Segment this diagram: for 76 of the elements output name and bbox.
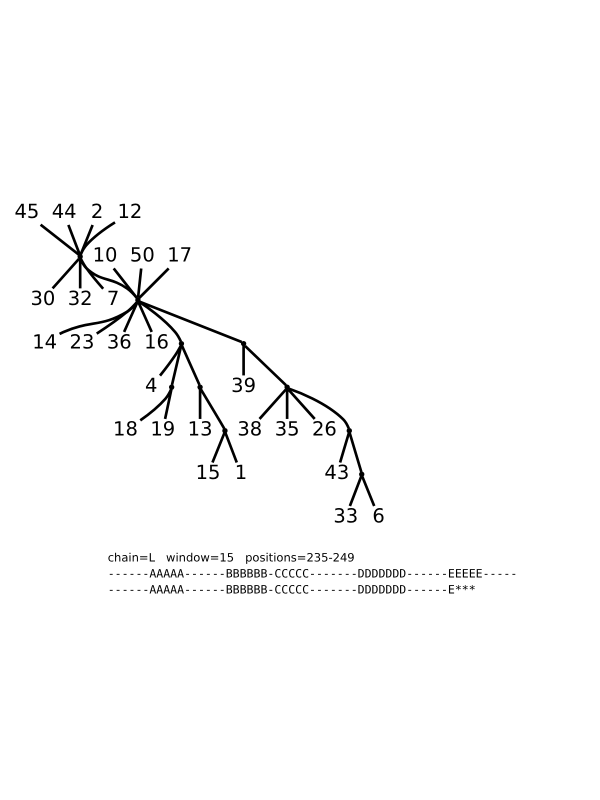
node-point: [240, 340, 246, 346]
node-text: 6: [372, 504, 385, 528]
connector: [198, 388, 202, 418]
node-text: 44: [52, 200, 77, 223]
node-point: [168, 384, 174, 390]
node-text: 15: [196, 460, 220, 484]
connector: [122, 301, 138, 332]
connector: [138, 267, 170, 298]
connector: [286, 388, 288, 418]
node-text: 35: [274, 417, 300, 440]
connector: [158, 344, 182, 376]
connector: [288, 386, 350, 428]
node-text: 50: [130, 243, 155, 266]
connector: [258, 388, 287, 420]
connector: [140, 388, 172, 421]
connector: [242, 345, 245, 375]
node-point: [135, 296, 141, 302]
connector: [96, 300, 138, 334]
connector: [180, 344, 201, 385]
connector: [224, 432, 238, 462]
node-text: 43: [324, 460, 350, 484]
node-text: 12: [117, 200, 142, 223]
connector: [348, 476, 362, 506]
node-point: [222, 428, 228, 433]
connector: [136, 268, 143, 298]
node-text: 13: [188, 417, 213, 440]
node-text: 17: [167, 243, 192, 266]
node-text: 30: [30, 286, 56, 310]
connector: [80, 220, 116, 254]
node-text: 45: [14, 200, 40, 223]
node-text: 39: [231, 374, 256, 397]
node-text: 38: [237, 417, 262, 440]
node-point: [178, 340, 184, 346]
connector: [170, 345, 182, 385]
node-text: 33: [333, 504, 358, 528]
node-point: [346, 428, 352, 433]
node-text: 4: [145, 374, 158, 397]
node-text: 19: [150, 417, 176, 440]
connector: [79, 258, 138, 298]
connector: [112, 267, 138, 298]
connector: [211, 432, 226, 462]
node-text: 14: [32, 330, 58, 354]
connector: [200, 388, 226, 429]
node-text: 16: [144, 330, 169, 354]
connector: [40, 223, 80, 256]
connector: [287, 388, 316, 420]
node-point: [78, 253, 83, 259]
node-text: 1: [234, 460, 248, 484]
connector: [139, 300, 242, 343]
node-text: 32: [68, 286, 93, 310]
node-point: [197, 384, 203, 390]
connector: [348, 432, 363, 472]
connector: [58, 301, 138, 335]
connector: [338, 432, 350, 462]
node-text: 10: [92, 243, 118, 266]
connector: [244, 344, 287, 386]
connector: [80, 224, 94, 254]
connector: [361, 475, 376, 506]
label: ------AAAAA------BBBBBB-CCCCC-------DDDDDDD------EEEEE-----: [108, 566, 518, 580]
connector: [52, 258, 80, 289]
label: ------AAAAA------BBBBBB-CCCCC-------DDDDDDD------E***: [108, 582, 476, 596]
node-text: 26: [312, 417, 337, 440]
node-point: [359, 471, 364, 476]
label: chain=L window=15 positions=235-249: [108, 550, 355, 564]
connector: [164, 388, 173, 419]
node-text: 2: [90, 200, 104, 223]
connector: [78, 258, 82, 288]
connector: [80, 258, 104, 290]
connector: [67, 224, 81, 254]
connector: [138, 300, 182, 342]
node-text: 18: [113, 417, 138, 440]
node-text: 36: [106, 330, 132, 354]
node-text: 7: [106, 286, 120, 310]
connector: [137, 301, 153, 332]
node-point: [284, 384, 290, 390]
node-text: 23: [70, 330, 94, 354]
